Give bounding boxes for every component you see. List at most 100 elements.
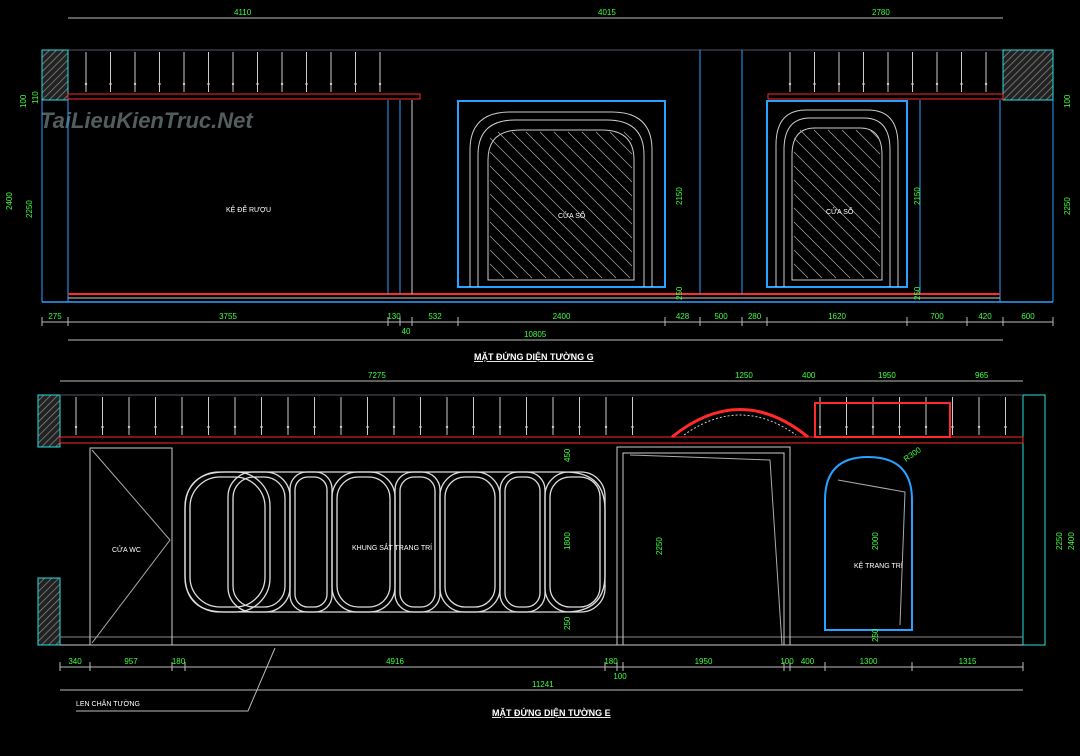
baluster-knob: [392, 425, 396, 429]
baluster-knob: [419, 425, 422, 429]
panel-frame: [499, 471, 546, 613]
baluster-knob: [935, 82, 939, 86]
dim-label: 965: [975, 371, 989, 380]
baluster-knob: [180, 425, 184, 429]
panel-frame: [227, 471, 291, 613]
panel-frame: [544, 471, 606, 613]
baluster-knob: [354, 82, 357, 86]
baluster-knob: [1004, 425, 1007, 429]
baluster-knob: [525, 425, 528, 429]
baluster-knob: [133, 82, 137, 86]
baluster-knob: [256, 82, 259, 86]
glass-hatch: [793, 179, 881, 267]
dim-label: R300: [902, 445, 923, 464]
dim-label: 2000: [871, 532, 880, 550]
baluster-knob: [329, 82, 333, 86]
dim-label: 40: [402, 327, 411, 336]
baluster-knob: [871, 425, 875, 429]
baluster-knob: [207, 82, 210, 86]
decor-niche: [824, 455, 913, 631]
panel-frame: [331, 471, 396, 613]
dim-label: 3755: [219, 312, 237, 321]
baluster-knob: [578, 425, 581, 429]
total-dim: 11241: [532, 680, 554, 689]
arch-decoration: [671, 408, 809, 439]
dim-label: 250: [563, 616, 572, 630]
baluster-knob: [984, 82, 988, 86]
baluster-knob: [951, 425, 954, 429]
panel-frame: [444, 476, 496, 608]
dim-label: 130: [387, 312, 401, 321]
glass-hatch: [489, 235, 533, 279]
baluster-knob: [101, 425, 104, 429]
baluster-knob: [74, 425, 78, 429]
baluster-knob: [445, 425, 449, 429]
panel-frame: [232, 476, 286, 608]
glass-hatch: [793, 165, 881, 253]
baluster-knob: [127, 425, 131, 429]
glass-hatch: [511, 131, 633, 253]
glass-hatch: [793, 249, 823, 279]
baluster-knob: [154, 425, 157, 429]
dim-label: 1950: [878, 371, 896, 380]
baluster-knob: [182, 82, 186, 86]
dim-label: 280: [748, 312, 762, 321]
glass-hatch: [623, 131, 633, 141]
glass-hatch: [793, 263, 809, 279]
glass-hatch: [497, 131, 633, 267]
dim-label: 100: [1063, 94, 1072, 108]
baluster-knob: [378, 82, 382, 86]
baluster-knob: [818, 425, 822, 429]
baluster-knob: [862, 82, 865, 86]
panel-frame: [399, 476, 436, 608]
dim-label: 180: [172, 657, 186, 666]
dim-label: 4916: [386, 657, 404, 666]
column-right: [1002, 49, 1054, 101]
baluster-knob: [366, 425, 369, 429]
dim-label: 100: [19, 94, 28, 108]
leader-line: [76, 647, 276, 712]
dim-label: 1250: [735, 371, 753, 380]
dim-label: 1315: [959, 657, 977, 666]
panel-frame: [549, 476, 601, 608]
baluster-knob: [233, 425, 237, 429]
dim-label: 1300: [860, 657, 878, 666]
dim-label: 1620: [828, 312, 846, 321]
glass-hatch: [489, 179, 589, 279]
glass-hatch: [813, 129, 881, 197]
dim-label: 500: [714, 312, 728, 321]
baluster-knob: [898, 425, 901, 429]
top-rail: [67, 93, 421, 100]
glass-hatch: [489, 263, 505, 279]
baluster-knob: [977, 425, 981, 429]
dim-label: 110: [31, 91, 40, 104]
elevation-title: MẶT ĐỨNG DIỆN TƯỜNG E: [492, 707, 611, 718]
glass-hatch: [525, 131, 633, 239]
baluster-knob: [498, 425, 502, 429]
glass-hatch: [489, 151, 617, 279]
wc-door: [89, 447, 173, 646]
baluster-knob: [911, 82, 914, 86]
baluster-knob: [845, 425, 848, 429]
baluster-knob: [109, 82, 112, 86]
dim-label: 957: [124, 657, 138, 666]
label-iron-frame: KHUNG SẮT TRANG TRÍ: [352, 543, 432, 552]
dim-label: 700: [930, 312, 944, 321]
dim-label: 450: [563, 448, 572, 462]
dim-label: 420: [978, 312, 992, 321]
dim-label: 7275: [368, 371, 386, 380]
elevation-title: MẶT ĐỨNG DIỆN TƯỜNG G: [474, 351, 594, 362]
label-skirting: LEN CHÂN TƯỜNG: [76, 699, 140, 708]
dim-label: 400: [801, 657, 815, 666]
baluster-knob: [960, 82, 963, 86]
panel-frame: [289, 471, 333, 613]
dim-label: 1800: [563, 532, 572, 550]
glass-hatch: [489, 221, 547, 279]
column-left: [37, 394, 61, 448]
label-window: CỬA SỔ: [826, 207, 854, 216]
baluster-knob: [788, 82, 792, 86]
glass-hatch: [489, 249, 519, 279]
dim-label: 2150: [675, 187, 684, 205]
